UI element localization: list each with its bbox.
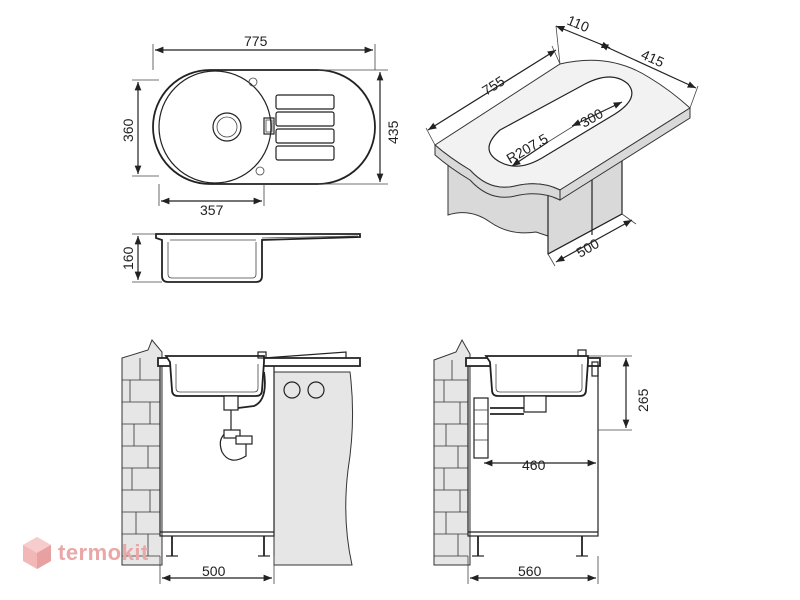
dim-265: 265: [635, 388, 651, 412]
overflow: [263, 117, 275, 135]
brick-wall-side: [433, 338, 471, 566]
dim-110: 110: [565, 12, 592, 35]
top-view: 775 360 435 357: [120, 33, 401, 218]
drainer-grooves: [275, 94, 335, 161]
termokit-watermark: termokit: [22, 536, 149, 570]
dim-775: 775: [244, 33, 268, 49]
cabinet-side-panel: [273, 371, 354, 566]
tap-hole-top: [248, 77, 258, 87]
profile-view: 160: [120, 233, 361, 283]
dim-755: 755: [479, 72, 507, 98]
dim-460: 460: [522, 457, 546, 473]
tap-hole-bottom: [255, 166, 265, 176]
dim-435: 435: [385, 120, 401, 144]
termokit-logo-icon: [23, 537, 51, 569]
profile-outline: [155, 233, 361, 283]
dim-160: 160: [120, 246, 136, 270]
front-installed-view: 500: [121, 339, 361, 584]
dim-415: 415: [639, 46, 667, 70]
bowl-drain: [212, 112, 242, 142]
watermark-text: termokit: [58, 540, 149, 565]
sink-bowl-front: [164, 355, 265, 397]
sink-bowl-side: [484, 355, 589, 397]
isometric-view: 755 110 415 300 R207.5 500: [425, 12, 699, 267]
round-bowl: [158, 70, 272, 184]
dim-front-500: 500: [202, 563, 226, 579]
dim-560: 560: [518, 563, 542, 579]
brick-wall-front: [121, 339, 163, 566]
countertop-side: [559, 107, 691, 201]
dim-360: 360: [120, 118, 136, 142]
dim-357: 357: [200, 202, 224, 218]
side-installed-view: 265 460 560: [433, 338, 651, 584]
